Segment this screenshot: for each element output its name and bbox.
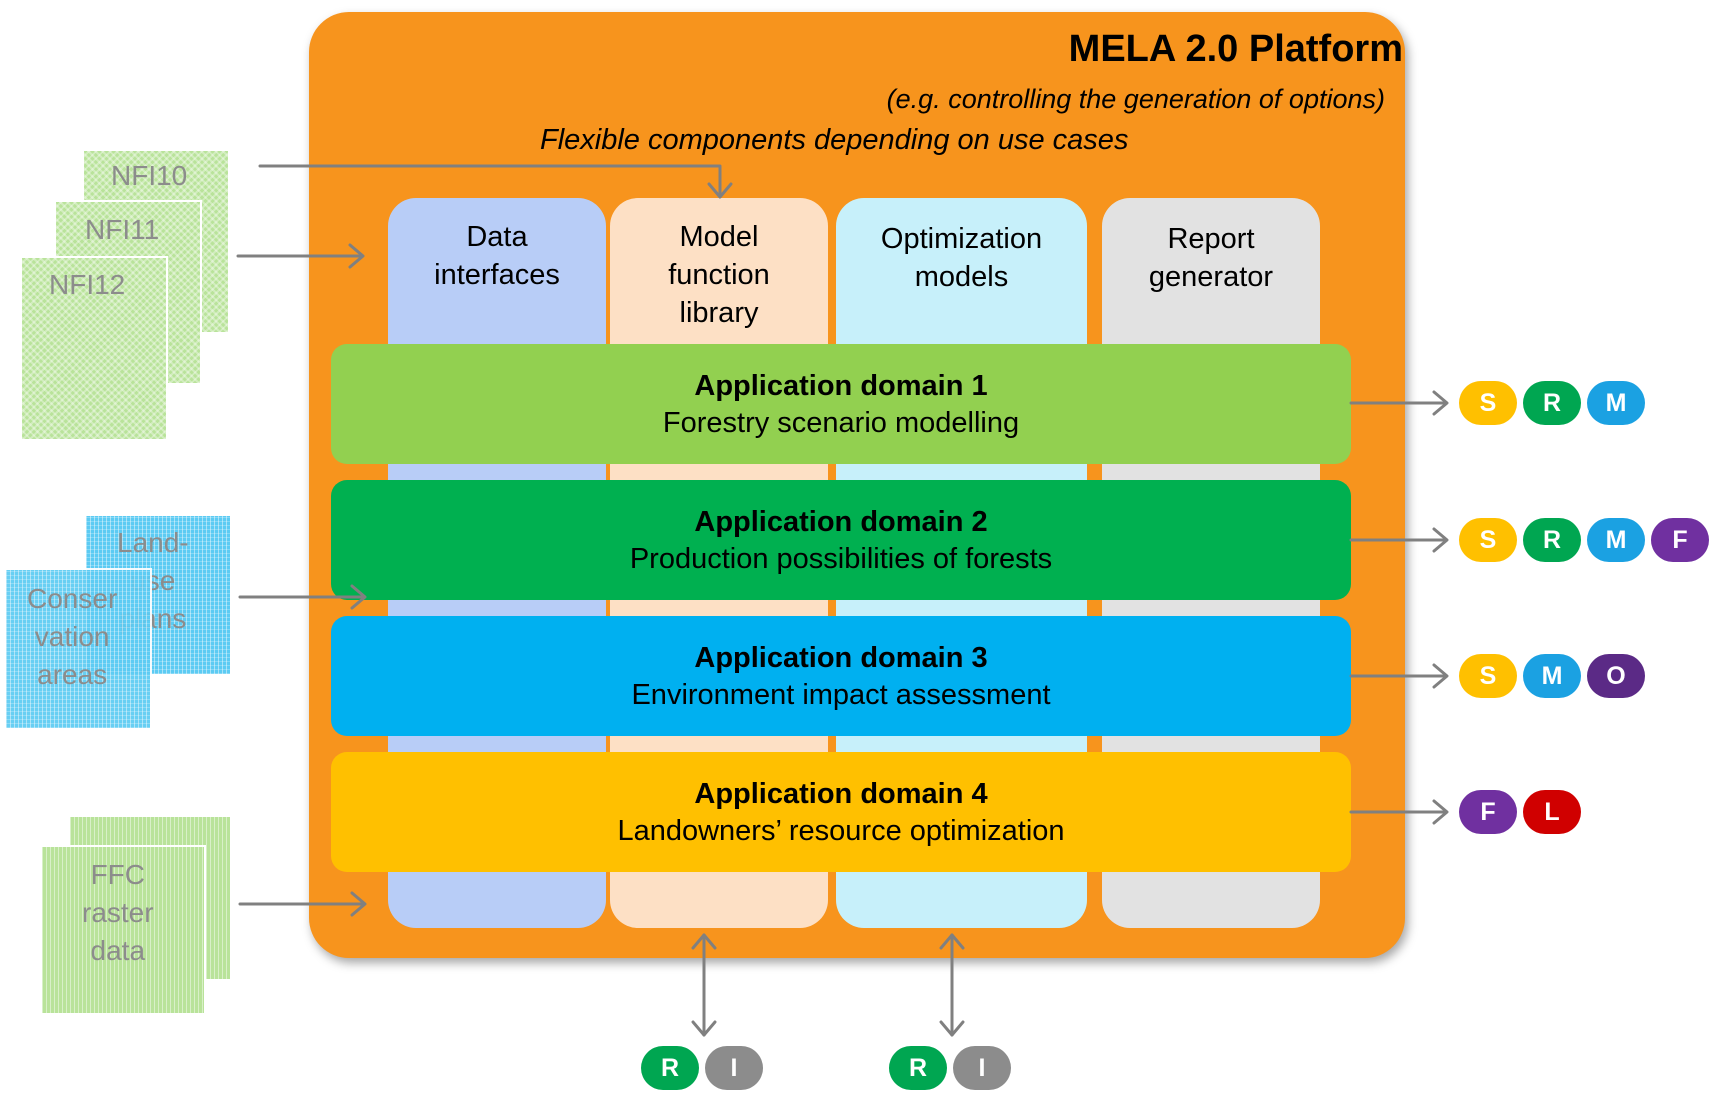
output-badge-s: S: [1459, 654, 1517, 698]
data-interfaces-label: Data interfaces: [434, 221, 560, 291]
domain-subtitle: Forestry scenario modelling: [662, 407, 1020, 439]
optimization-models-label: Optimization models: [880, 223, 1043, 293]
domain-subtitle: Landowners’ resource optimization: [617, 815, 1065, 847]
application-domain-2: Application domain 2 Production possibil…: [331, 480, 1351, 600]
domain-subtitle: Production possibilities of forests: [629, 543, 1053, 575]
conservation-label: Conser vation areas: [27, 583, 118, 690]
output-badge-m: M: [1587, 381, 1645, 425]
application-domain-4: Application domain 4 Landowners’ resourc…: [331, 752, 1351, 872]
output-badge-f: F: [1459, 790, 1517, 834]
output-badge-f: F: [1651, 518, 1709, 562]
report-generator-label: Report generator: [1148, 223, 1274, 293]
platform-subtitle: (e.g. controlling the generation of opti…: [886, 84, 1385, 114]
domain-title: Application domain 3: [694, 642, 988, 674]
optimization-badge-r: R: [889, 1046, 947, 1090]
domain3-output-arrow-head: [1432, 663, 1449, 689]
nfi12-layer: [20, 256, 168, 441]
model-library-io-arrow-head-down: [691, 1020, 717, 1037]
optimization-io-arrow-head-down: [939, 1020, 965, 1037]
domain-subtitle: Environment impact assessment: [631, 679, 1051, 711]
output-badge-r: R: [1523, 381, 1581, 425]
domain2-output-arrow-head: [1432, 527, 1449, 553]
platform-title: MELA 2.0 Platform: [1068, 28, 1403, 70]
model-library-badge-i: I: [705, 1046, 763, 1090]
nfi11-label: NFI11: [85, 214, 160, 245]
domain-title: Application domain 1: [694, 370, 988, 402]
output-badge-s: S: [1459, 381, 1517, 425]
ffc-front-layer: [40, 845, 206, 1015]
domain4-output-arrow-head: [1432, 799, 1449, 825]
nfi10-label: NFI10: [111, 160, 188, 191]
flexible-components-label: Flexible components depending on use cas…: [540, 124, 1129, 156]
output-badge-l: L: [1523, 790, 1581, 834]
application-domain-1: Application domain 1 Forestry scenario m…: [331, 344, 1351, 464]
model-library-badge-r: R: [641, 1046, 699, 1090]
model-function-library-label: Model function library: [668, 221, 770, 329]
conservation-layer: [4, 568, 152, 730]
domain-title: Application domain 2: [694, 506, 988, 538]
output-badge-o: O: [1587, 654, 1645, 698]
nfi12-label: NFI12: [49, 269, 126, 300]
output-badge-m: M: [1587, 518, 1645, 562]
optimization-badge-i: I: [953, 1046, 1011, 1090]
domain-title: Application domain 4: [694, 778, 988, 810]
output-badge-r: R: [1523, 518, 1581, 562]
output-badge-s: S: [1459, 518, 1517, 562]
ffc-label: FFC raster data: [82, 859, 154, 966]
domain1-output-arrow-head: [1432, 390, 1449, 416]
output-badge-m: M: [1523, 654, 1581, 698]
application-domain-3: Application domain 3 Environment impact …: [331, 616, 1351, 736]
